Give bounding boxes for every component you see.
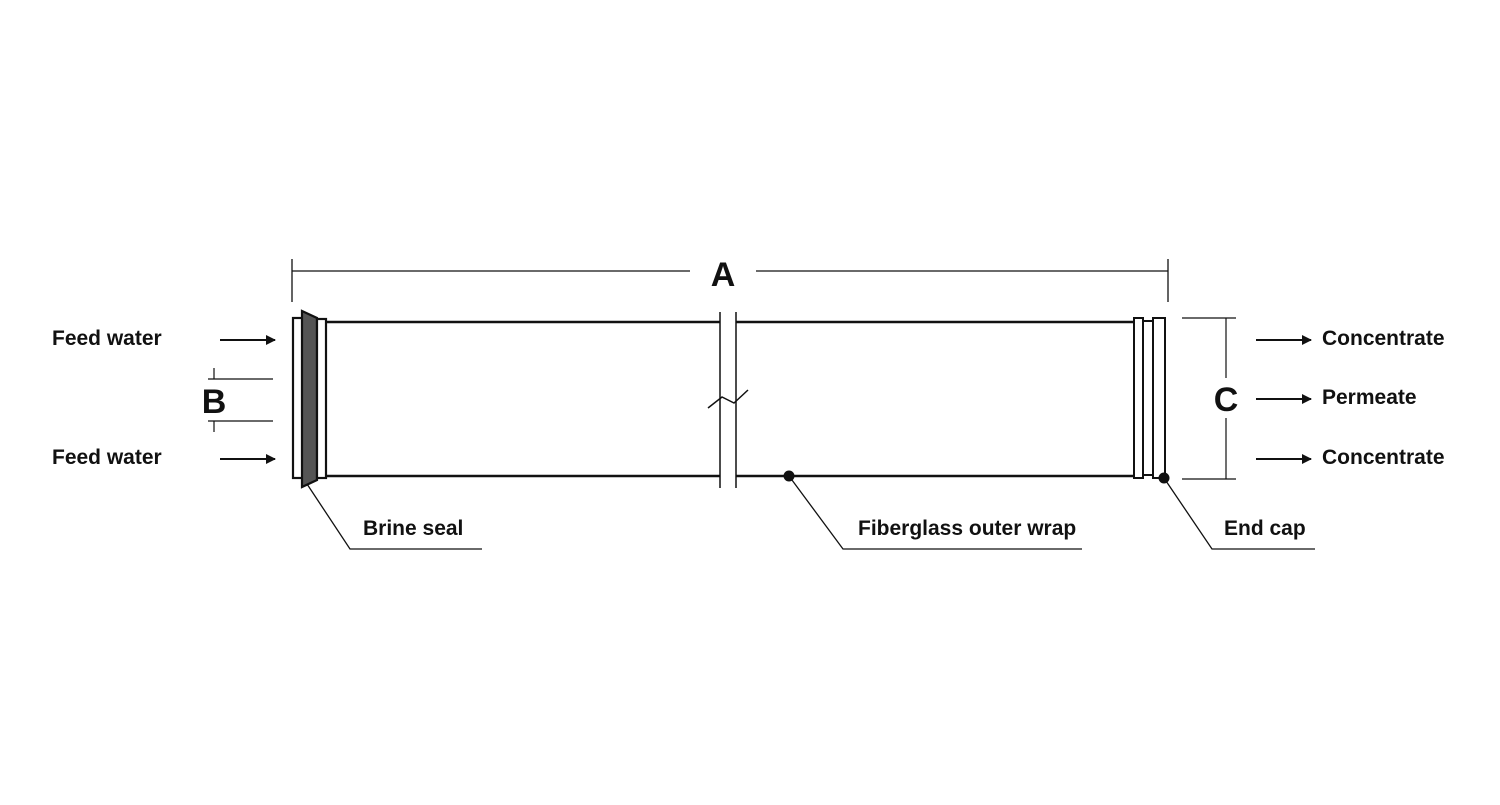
concentrate-label-bottom: Concentrate [1322,446,1445,469]
feed-water-label-top: Feed water [52,327,162,350]
end-cap-label: End cap [1224,517,1306,540]
outer-wrap-label: Fiberglass outer wrap [858,517,1076,540]
dimension-a [291,259,1169,302]
end-cap-assembly [1133,317,1166,479]
dimension-b [208,368,273,432]
dimension-b-label: B [202,383,227,421]
callout-leaders [306,475,1315,550]
brine-seal-shape [300,309,319,489]
dimension-a-label: A [711,256,736,294]
inlet-arrows [220,340,275,459]
brine-seal-leader [306,483,482,550]
length-break-marks [707,312,749,488]
feed-water-label-bottom: Feed water [52,446,162,469]
feed-end-flange [291,309,328,489]
membrane-tube [326,320,1134,478]
outlet-arrows [1256,340,1311,459]
permeate-label: Permeate [1322,386,1417,409]
dimension-c [1182,317,1236,480]
end-cap-leader [1163,477,1315,550]
concentrate-label-top: Concentrate [1322,327,1445,350]
outer-wrap-pointer-dot [783,470,795,482]
outer-wrap-leader [788,475,1082,550]
end-cap-pointer-dot [1158,472,1170,484]
dimension-c-label: C [1214,381,1239,419]
brine-seal-label: Brine seal [363,517,463,540]
